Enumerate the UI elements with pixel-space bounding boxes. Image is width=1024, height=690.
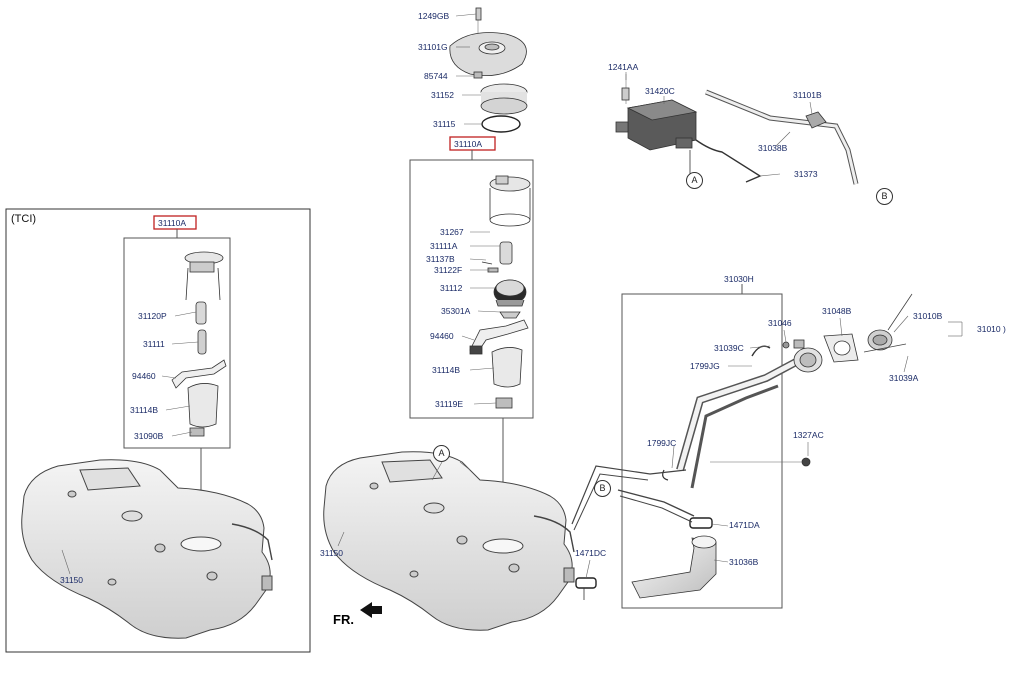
tci-pump-module — [171, 251, 227, 437]
canister-leader-lines — [625, 72, 813, 177]
filler-neck-box — [621, 293, 783, 609]
front-arrow-icon — [360, 602, 382, 618]
tci-31150-leader — [61, 549, 71, 575]
main-31110a-highlight — [449, 136, 496, 151]
filler-neck-assembly — [575, 293, 913, 600]
canister-assembly — [615, 74, 859, 185]
filler-leader-lines — [585, 315, 963, 579]
main-pump-module — [469, 175, 531, 409]
main-fuel-tank — [323, 451, 575, 631]
tci-leader-lines — [161, 311, 199, 437]
main-tank-leader-lines — [337, 461, 471, 547]
main-tank-pipes — [571, 465, 695, 531]
tci-fuel-tank — [21, 459, 273, 639]
tci-31110a-highlight — [153, 215, 197, 230]
tci-panel-frame — [5, 208, 311, 653]
main-pump-top-parts — [449, 7, 528, 133]
main-pump-box — [409, 159, 534, 419]
main-pump-leader-lines — [455, 13, 501, 405]
